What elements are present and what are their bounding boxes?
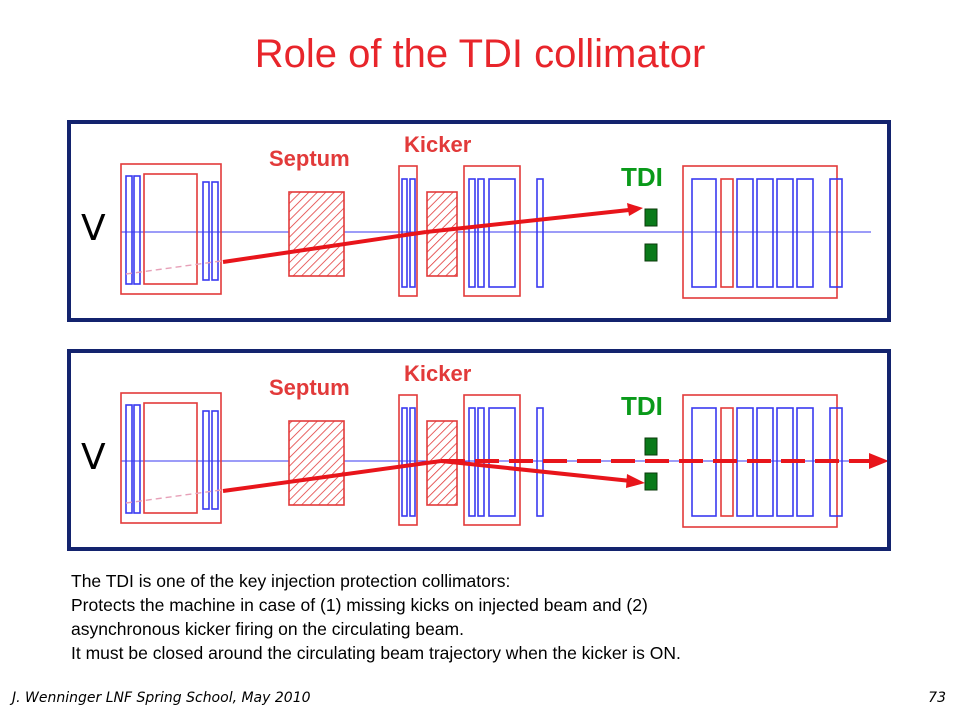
slide-title: Role of the TDI collimator (254, 32, 706, 76)
kicker-label: Kicker (404, 361, 472, 386)
explanation-text: The TDI is one of the key injection prot… (71, 569, 931, 665)
injected-beam-dashed (125, 260, 222, 275)
tdi-jaw-upper (644, 208, 658, 227)
tdi-label: TDI (621, 391, 663, 421)
plane-label: V (81, 437, 106, 478)
beamline-diagram-bottom: Septum Kicker TDI V (81, 361, 887, 528)
text-line-1: The TDI is one of the key injection prot… (71, 571, 511, 591)
mis-kicked-beam (440, 459, 632, 483)
tdi-jaw-upper (644, 437, 658, 456)
diagram-panel-bottom: Septum Kicker TDI V (67, 349, 891, 551)
text-line-3: asynchronous kicker firing on the circul… (71, 619, 464, 639)
kicked-beam (425, 208, 630, 234)
kicker-label: Kicker (404, 132, 472, 157)
magnet-group-left (120, 392, 222, 524)
diagram-panel-top: Septum Kicker TDI V (67, 120, 891, 322)
footer-credit: J. Wenninger LNF Spring School, May 2010 (12, 690, 311, 706)
circulating-beam-arrowhead (869, 453, 887, 469)
tdi-label: TDI (621, 162, 663, 192)
septum-label: Septum (269, 146, 350, 171)
septum-magnet (288, 420, 345, 506)
page-number: 73 (928, 690, 946, 706)
mis-kicked-arrowhead (626, 474, 645, 488)
injected-beam-dashed (125, 489, 222, 504)
beam-arrowhead (627, 203, 643, 216)
text-line-2: Protects the machine in case of (1) miss… (71, 595, 648, 615)
injected-beam (222, 459, 442, 493)
magnet-group-right (682, 165, 843, 299)
septum-label: Septum (269, 375, 350, 400)
injected-beam (222, 230, 427, 264)
plane-label: V (81, 208, 106, 249)
text-line-4: It must be closed around the circulating… (71, 643, 681, 663)
tdi-jaw-lower (644, 243, 658, 262)
septum-magnet (288, 191, 345, 277)
beamline-diagram-top: Septum Kicker TDI V (81, 132, 871, 299)
magnet-group-left (120, 163, 222, 295)
tdi-jaw-lower (644, 472, 658, 491)
